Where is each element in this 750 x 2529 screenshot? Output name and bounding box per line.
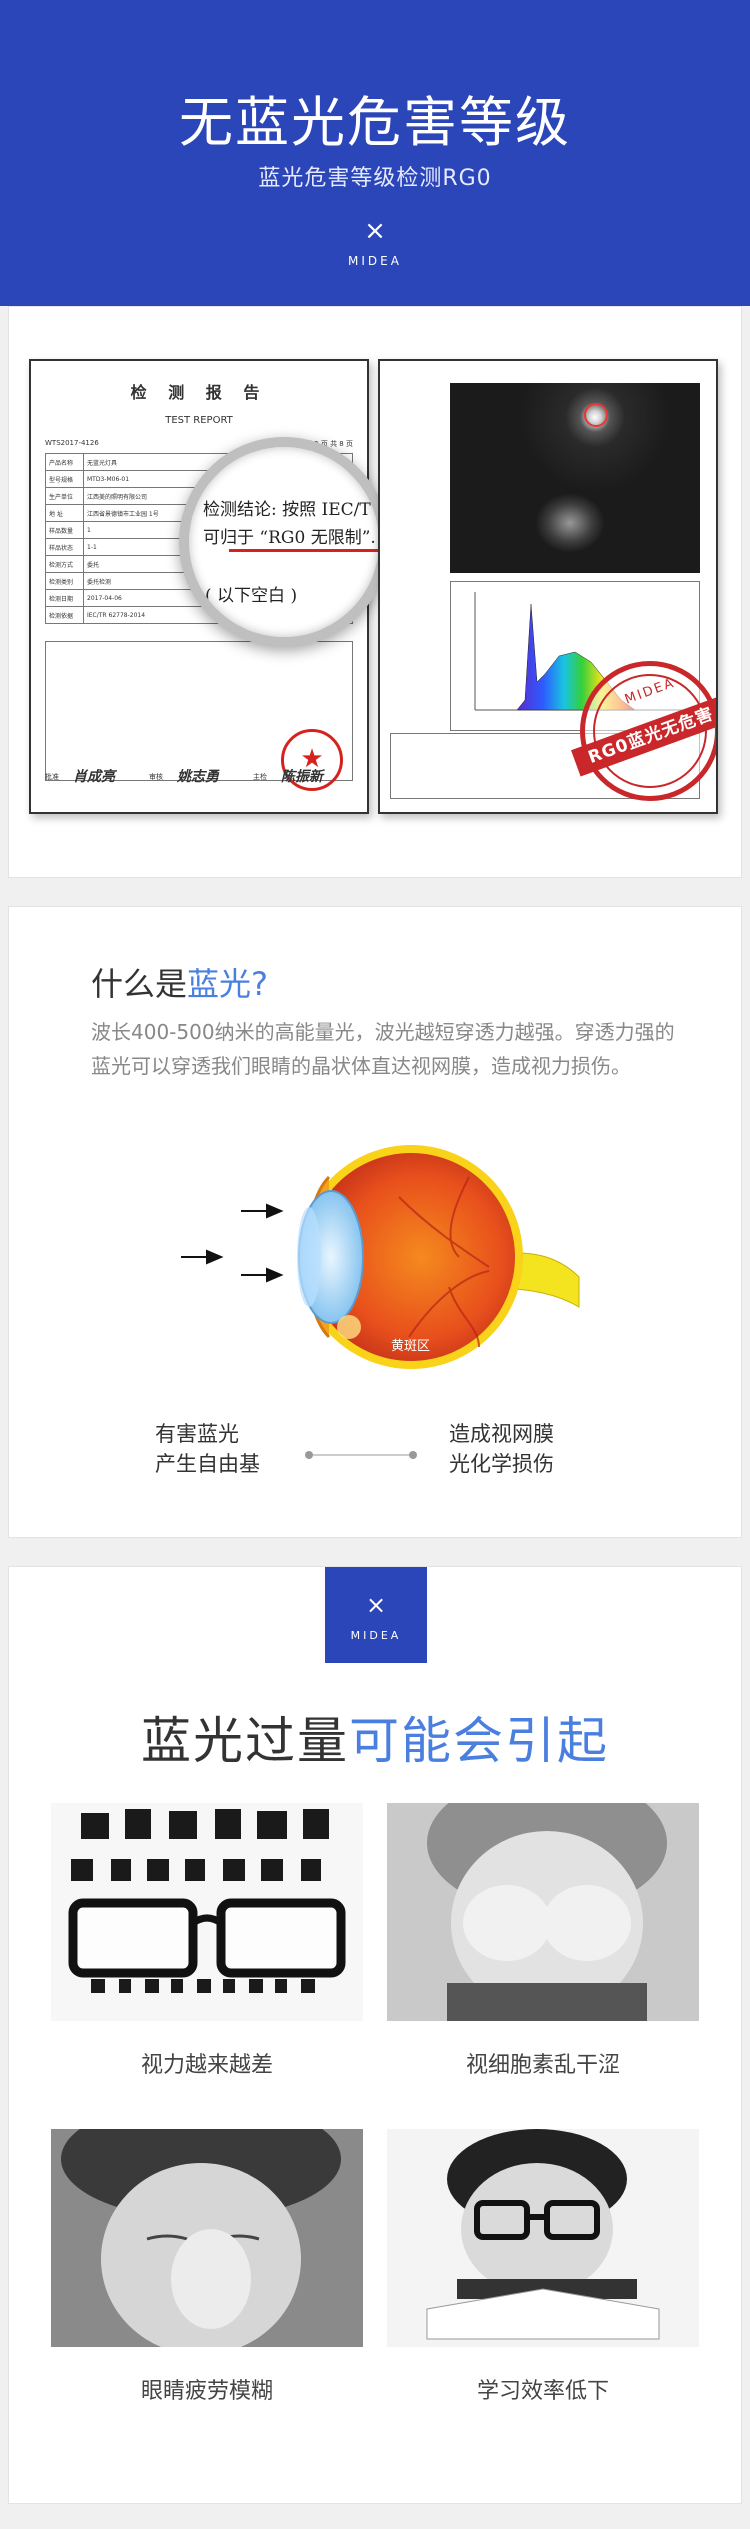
official-seal-icon: ★ (281, 729, 343, 791)
sign-label: 审核 (149, 773, 163, 781)
magnifier-lens: 检测结论: 按照 IEC/T 可归于 “RG0 无限制”. ( 以下空白 ) (179, 437, 389, 647)
conclusion-line-3: ( 以下空白 ) (205, 586, 298, 606)
caption-retina-damage: 造成视网膜 光化学损伤 (449, 1422, 554, 1476)
spectrum-document-page: MIDEA RG0蓝光无危害 (378, 359, 718, 814)
close-x-icon: × (365, 1591, 387, 1619)
effects-title: 蓝光过量可能会引起 (141, 1712, 609, 1770)
sign-label: 主检 (253, 773, 267, 781)
badge-brand-label: MIDEA (350, 1629, 402, 1642)
effect-caption: 学习效率低下 (476, 2379, 609, 2404)
blue-light-section: 什么是蓝光? 波长400-500纳米的高能量光，波光越短穿透力越强。穿透力强的蓝… (8, 906, 742, 1538)
conclusion-line-1: 检测结论: 按照 IEC/T (203, 500, 371, 520)
brand-label: MIDEA (348, 254, 402, 268)
sign-label: 批准 (45, 773, 59, 781)
effect-caption: 眼睛疲劳模糊 (140, 2379, 273, 2404)
report-subtitle: TEST REPORT (165, 415, 233, 426)
signature: 陈振新 (281, 769, 323, 785)
signature-row: 批准 肖成亮 审核 姚志勇 主检 陈振新 (45, 764, 353, 798)
brand-badge: × MIDEA (325, 1567, 427, 1663)
child-rubbing-eyes-photo (387, 1803, 699, 2021)
close-x-icon: × (364, 216, 386, 246)
blue-light-title: 什么是蓝光? (91, 965, 269, 1003)
signature: 姚志勇 (177, 769, 219, 785)
red-underline (229, 549, 379, 552)
tired-girl-photo (51, 2129, 363, 2347)
conclusion-line-2: 可归于 “RG0 无限制”. (203, 528, 376, 548)
hero-banner: 无蓝光危害等级 蓝光危害等级检测RG0 × MIDEA (0, 0, 750, 306)
boy-reading-photo (387, 2129, 699, 2347)
effect-caption: 视细胞素乱干涩 (465, 2053, 620, 2078)
report-number: WTS2017-4126 (45, 439, 99, 447)
caption-harmful-blue-light: 有害蓝光 产生自由基 (155, 1422, 260, 1476)
signature: 肖成亮 (73, 769, 115, 785)
hero-subtitle: 蓝光危害等级检测RG0 (258, 166, 492, 191)
blue-light-description: 波长400-500纳米的高能量光，波光越短穿透力越强。穿透力强的蓝光可以穿透我们… (91, 1020, 675, 1078)
report-title: 检 测 报 告 (130, 383, 268, 402)
highlight-ring (584, 403, 608, 427)
blue-light-effects-section: × MIDEA 蓝光过量可能会引起 (8, 1566, 742, 2504)
eye-diagram-illustration: 黄斑区 (159, 1137, 599, 1397)
hero-title: 无蓝光危害等级 (179, 91, 571, 154)
macula-label: 黄斑区 (391, 1339, 431, 1354)
rg0-stamp: MIDEA RG0蓝光无危害 (571, 661, 716, 801)
connector-line (304, 1445, 418, 1459)
glasses-eye-chart-photo (51, 1803, 363, 2021)
light-image-photo (450, 383, 700, 573)
conclusion-box (45, 641, 353, 781)
test-report-section: 检 测 报 告 TEST REPORT WTS2017-4126 第 2 页 共… (8, 306, 742, 878)
effect-caption: 视力越来越差 (140, 2053, 273, 2078)
report-page: 第 2 页 共 8 页 (304, 440, 353, 448)
